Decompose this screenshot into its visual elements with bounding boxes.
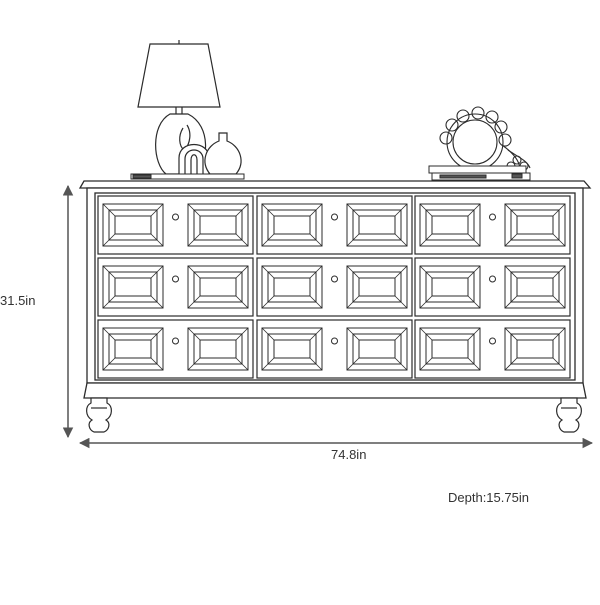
- drawer-knob: [489, 213, 496, 221]
- drawer-knob: [331, 337, 338, 345]
- drawer: [256, 257, 413, 317]
- drawer: [97, 195, 254, 255]
- width-dimension-label: 74.8in: [331, 447, 367, 462]
- book-stack-left: [130, 173, 245, 180]
- drawer-knob: [172, 337, 179, 345]
- drawer: [97, 319, 254, 379]
- drawer-grid: [97, 195, 571, 379]
- height-dimension-label: 31.5in: [0, 293, 36, 308]
- drawer-knob: [489, 337, 496, 345]
- leg-right: [556, 397, 582, 433]
- dresser-base: [83, 382, 587, 399]
- dresser-top: [78, 180, 592, 189]
- depth-dimension-label: Depth:15.75in: [448, 490, 529, 505]
- drawer-knob: [331, 275, 338, 283]
- drawer: [414, 195, 571, 255]
- drawer: [256, 319, 413, 379]
- drawer-knob: [331, 213, 338, 221]
- drawer-knob: [172, 275, 179, 283]
- drawer: [97, 257, 254, 317]
- drawer: [256, 195, 413, 255]
- drawer: [414, 257, 571, 317]
- drawer-knob: [172, 213, 179, 221]
- wreath-decor: [439, 106, 531, 171]
- book-stack-right: [428, 165, 531, 181]
- vase: [204, 132, 242, 175]
- drawer-knob: [489, 275, 496, 283]
- drawer: [414, 319, 571, 379]
- arch-decor: [178, 144, 210, 176]
- leg-left: [86, 397, 112, 433]
